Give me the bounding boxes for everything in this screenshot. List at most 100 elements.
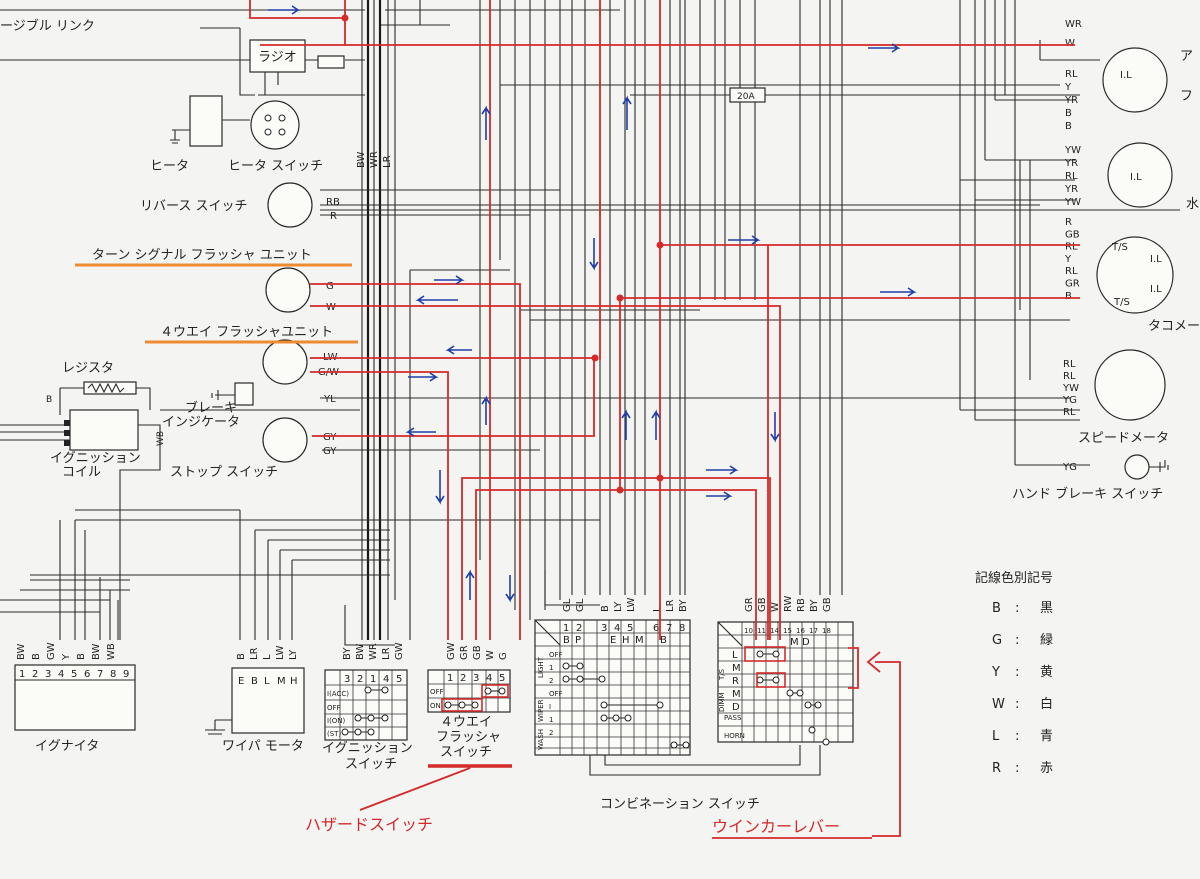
gauge1-wire: Y <box>1064 82 1072 93</box>
svg-text:ON: ON <box>430 702 441 710</box>
ign-pin: 2 <box>357 674 363 685</box>
combination-switch-label: コンビネーション スイッチ <box>600 797 760 812</box>
tacho-pin: T/S <box>1111 242 1128 253</box>
gauge2-wire: YW <box>1064 197 1081 208</box>
ign-pin: 3 <box>344 674 350 685</box>
comb-left-row: 1 <box>549 664 553 672</box>
wiper-pin: E <box>238 676 244 687</box>
wire-r: R <box>330 211 337 222</box>
comb-right-row: D <box>732 702 740 713</box>
comb-right-sub: M <box>790 637 799 648</box>
wiper-col-label: LY <box>288 649 299 660</box>
comb-left-sub: B <box>660 635 667 646</box>
igniter-pin: 4 <box>58 669 64 680</box>
comb-right-col-label: BY <box>809 599 820 612</box>
handbrake-circle <box>1124 454 1150 480</box>
resistor-label: レジスタ <box>62 361 114 376</box>
ign-col-label: WR <box>368 643 379 660</box>
tacho-pin: I.L <box>1150 284 1162 295</box>
speedo-wire: YG <box>1062 395 1077 406</box>
comb-left-col-label: GL <box>575 598 586 612</box>
ign-col-label: BW <box>355 643 366 660</box>
stop-switch-circle <box>262 417 308 463</box>
fw-col-label: W <box>485 650 496 660</box>
comb-right-row: R <box>732 676 739 687</box>
tacho-circle <box>1096 236 1174 314</box>
blue-arrows <box>268 5 917 603</box>
ign-pin: 5 <box>396 674 402 685</box>
gauge1-il: I.L <box>1120 70 1132 81</box>
wiper-col-label: B <box>236 653 247 660</box>
legend-colon: : <box>1015 665 1019 680</box>
coil-wb-label: WB <box>156 431 166 446</box>
wiper-pin: L <box>264 676 270 687</box>
comb-left-sub: H <box>622 635 630 646</box>
comb-right-pin: 10 <box>744 627 753 635</box>
legend-name: 黒 <box>1040 601 1053 616</box>
right-top-wire: W <box>1065 38 1075 49</box>
svg-text:OFF: OFF <box>430 688 444 696</box>
svg-text:(ST): (ST) <box>327 730 341 738</box>
legend-colon: : <box>1015 729 1019 744</box>
speedometer-label: スピードメータ <box>1078 431 1169 446</box>
four-way-flasher-circle <box>262 339 308 385</box>
comb-left-group: LIGHT <box>537 656 545 678</box>
reverse-switch-label: リバース スイッチ <box>140 199 247 214</box>
comb-left-col-label: LW <box>626 597 637 612</box>
wiper-motor-label: ワイパ モータ <box>222 739 304 754</box>
fuse-label: 20A <box>737 92 755 102</box>
heater-switch-label: ヒータ スイッチ <box>228 159 323 174</box>
gauge1-wire: B <box>1065 108 1072 119</box>
gauge1-wire: YR <box>1064 95 1078 106</box>
combination-switch-left-grid <box>534 619 691 756</box>
comb-right-row: L <box>732 650 738 661</box>
comb-left-col-label: LR <box>665 599 676 612</box>
right-fu-label: フ <box>1180 89 1193 104</box>
comb-left-row: I <box>549 703 551 711</box>
comb-left-col-label: GL <box>562 598 573 612</box>
fw-col-label: GB <box>472 645 483 660</box>
comb-right-pin: 16 <box>796 627 805 635</box>
speedo-circle <box>1094 349 1166 421</box>
comb-right-col-label: GR <box>744 597 755 612</box>
legend-code: Y <box>991 665 1000 680</box>
gauge2-il: I.L <box>1130 172 1142 183</box>
tacho-wire: B <box>1065 291 1072 302</box>
comb-left-row: 1 <box>549 716 553 724</box>
comb-left-sub: E <box>610 635 616 646</box>
fw-col-label: GW <box>446 642 457 660</box>
handbrake-label: ハンド ブレーキ スイッチ <box>1012 486 1163 502</box>
wire-gy2: GY <box>323 446 337 457</box>
igniter-col-label: BW <box>16 643 27 660</box>
comb-left-col-label: B <box>600 605 611 612</box>
gauge2-wire: YW <box>1064 145 1081 156</box>
right-side-wire-labels: WRWRLYYRBBYWYRRLYRYWRGBRLYRLGRBT/SI.LI.L… <box>1062 19 1162 473</box>
comb-left-pin: 6 <box>653 623 659 634</box>
comb-right-group: DIMM <box>718 692 726 712</box>
resistor-b-label: B <box>46 395 52 405</box>
ignition-switch-label: イグニッションスイッチ <box>322 741 413 772</box>
legend-title: 記線色別記号 <box>975 570 1053 586</box>
comb-right-pin: 17 <box>809 627 818 635</box>
gauge1-wire: RL <box>1065 69 1078 80</box>
comb-left-pin: 8 <box>679 623 685 634</box>
legend-name: 青 <box>1040 729 1053 744</box>
legend-name: 赤 <box>1040 761 1053 776</box>
gauge2-circle <box>1107 142 1173 208</box>
wire-bw: BW <box>356 151 367 168</box>
heater-box <box>189 95 223 147</box>
ignition-coil-box <box>69 409 139 451</box>
wiper-pin: H <box>290 676 298 687</box>
comb-left-row: 2 <box>549 677 553 685</box>
wire-lr: LR <box>382 155 393 168</box>
speedo-wire: RL <box>1063 407 1076 418</box>
comb-left-sub: M <box>635 635 644 646</box>
igniter-col-label: WB <box>106 643 117 660</box>
brake-indicator-box <box>234 382 254 406</box>
comb-left-pin: 1 <box>563 623 569 634</box>
speedo-wire: RL <box>1063 359 1076 370</box>
igniter-label: イグナイタ <box>35 739 99 754</box>
igniter-col-label: Y <box>61 653 72 661</box>
tacho-wire: RL <box>1065 266 1078 277</box>
